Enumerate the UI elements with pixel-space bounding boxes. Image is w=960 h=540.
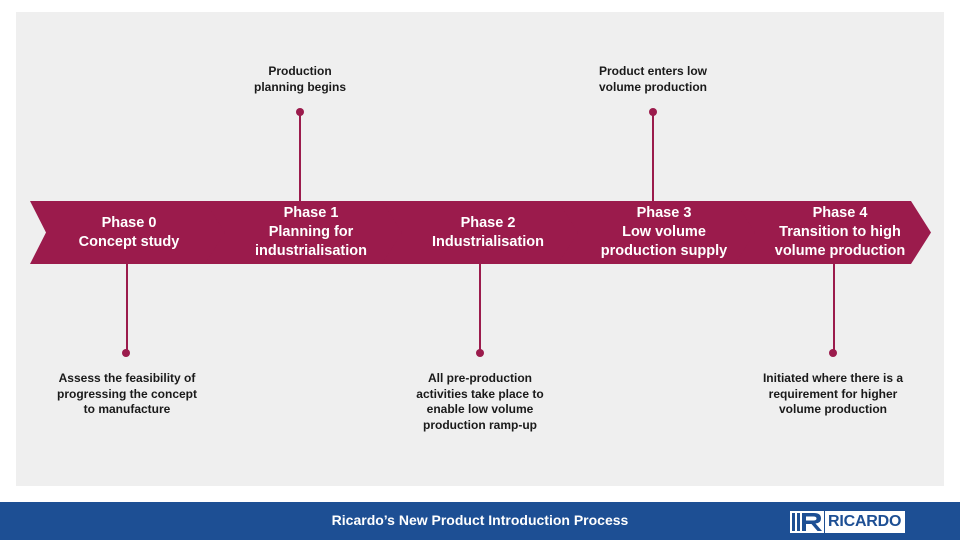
milestone-2-note: Product enters low volume production: [572, 64, 734, 95]
phase-2-title: Phase 2: [460, 214, 516, 231]
milestone-1-note: Production planning begins: [220, 64, 380, 95]
ricardo-logo: RICARDO: [790, 511, 906, 533]
milestone-1-note-line-1: Production: [268, 64, 332, 78]
phase-2-note-line-4: production ramp-up: [423, 417, 537, 432]
phase-1-title: Phase 1: [283, 205, 339, 221]
phase-2-connector: [479, 264, 481, 353]
phase-2-note-line-1: All pre-production: [428, 371, 532, 385]
phase-4-subtitle-line-2: volume production: [774, 243, 906, 259]
phase-0-note: Assess the feasibility of progressing th…: [37, 371, 217, 418]
phase-4-note-line-3: volume production: [779, 402, 887, 416]
phase-2-dot: [476, 349, 484, 357]
phase-0-note-line-1: Assess the feasibility of: [58, 371, 196, 385]
phase-3-title: Phase 3: [636, 205, 692, 221]
phase-1-chevron: Phase 1 Planning for industrialisation: [205, 201, 403, 264]
phase-0-note-line-3: to manufacture: [83, 402, 171, 416]
phase-1-subtitle-line-2: industrialisation: [255, 243, 367, 259]
phase-4-connector: [833, 264, 835, 353]
ricardo-logo-wordmark: RICARDO: [825, 511, 906, 533]
phase-4-dot: [829, 349, 837, 357]
footer-bar: Ricardo’s New Product Introduction Proce…: [0, 502, 960, 540]
milestone-2-connector: [652, 112, 654, 202]
phase-3-subtitle-line-1: Low volume: [622, 224, 706, 240]
phase-2-note-line-2: activities take place to: [416, 386, 544, 401]
phase-2-note-line-3: enable low volume: [426, 402, 534, 416]
phase-4-subtitle-line-1: Transition to high: [779, 224, 901, 240]
phase-2-chevron: Phase 2 Industrialisation: [382, 201, 580, 264]
phase-3-subtitle-line-2: production supply: [600, 243, 728, 259]
milestone-1-connector: [299, 112, 301, 202]
phase-3-chevron: Phase 3 Low volume production supply: [558, 201, 756, 264]
phase-2-note: All pre-production activities take place…: [394, 371, 566, 433]
milestone-2-note-line-2: volume production: [599, 79, 707, 94]
phase-4-note-line-1: Initiated where there is a: [762, 371, 904, 385]
phase-4-note: Initiated where there is a requirement f…: [742, 371, 924, 418]
milestone-2-note-line-1: Product enters low: [598, 64, 708, 78]
phase-4-note-line-2: requirement for higher: [768, 386, 898, 401]
milestone-1-dot: [296, 108, 304, 116]
milestone-2-dot: [649, 108, 657, 116]
ricardo-logo-mark-icon: [790, 511, 824, 533]
phase-1-subtitle-line-1: Planning for: [268, 224, 354, 240]
phase-0-subtitle: Concept study: [78, 233, 180, 250]
phase-4-title: Phase 4: [812, 205, 868, 221]
phase-0-connector: [126, 264, 128, 353]
footer-title: Ricardo’s New Product Introduction Proce…: [331, 512, 629, 528]
milestone-1-note-line-2: planning begins: [254, 79, 346, 94]
phase-4-chevron: Phase 4 Transition to high volume produc…: [735, 201, 931, 264]
phase-2-subtitle: Industrialisation: [432, 233, 544, 250]
phase-0-dot: [122, 349, 130, 357]
phase-0-title: Phase 0: [101, 214, 157, 231]
phase-0-note-line-2: progressing the concept: [56, 386, 198, 401]
phase-0-chevron: Phase 0 Concept study: [30, 201, 228, 264]
